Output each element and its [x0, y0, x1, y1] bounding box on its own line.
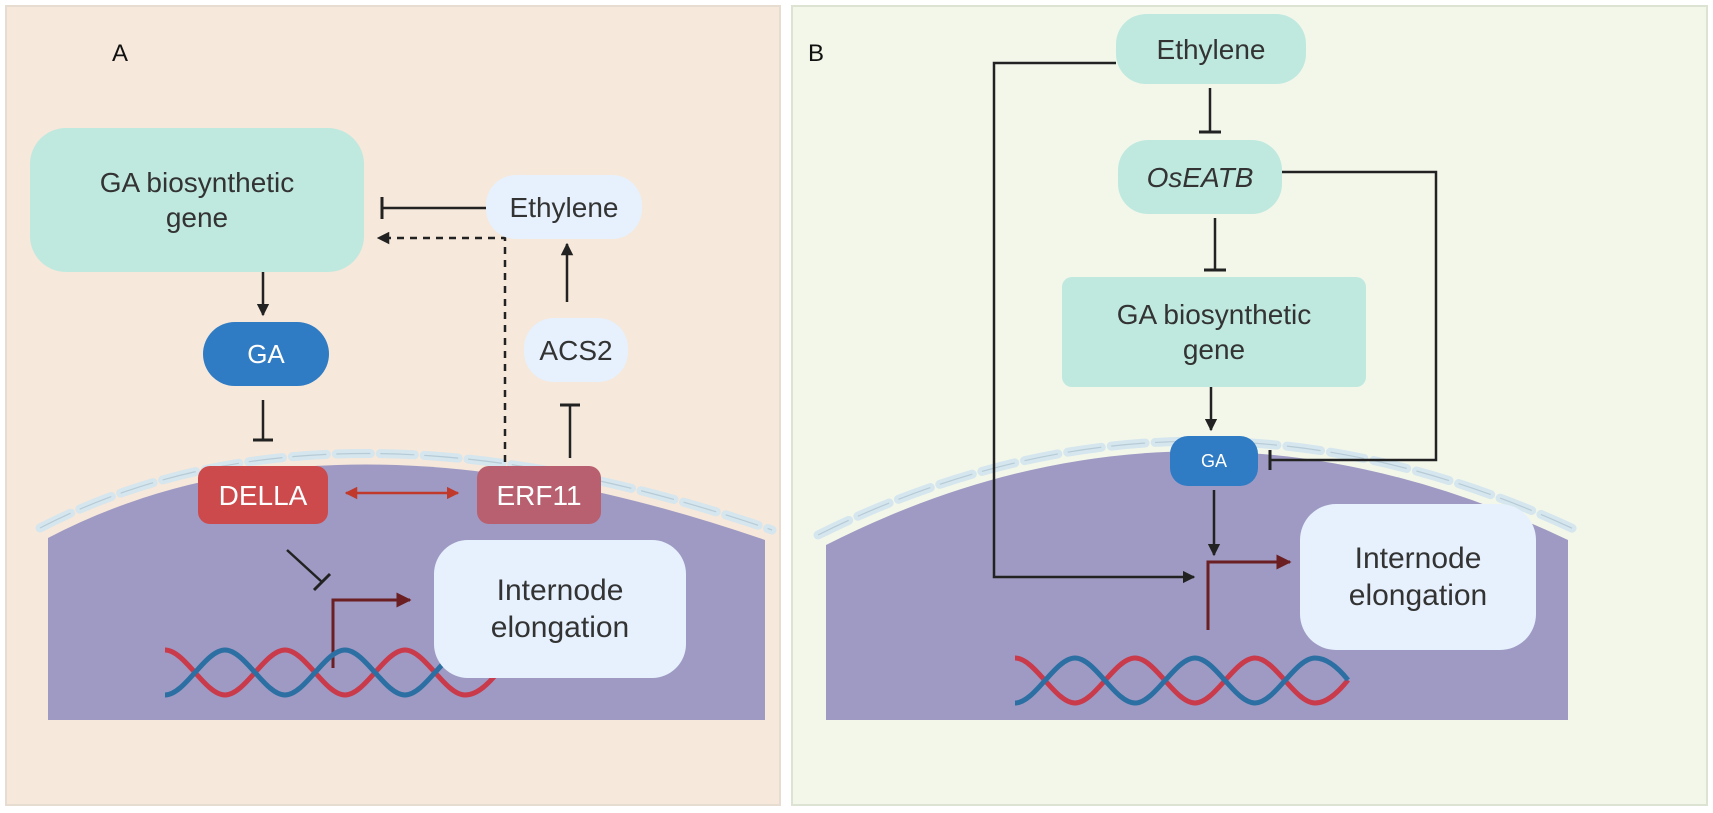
panel-b-label: B — [808, 40, 825, 67]
a-internode-elongation-node: Internode elongation — [434, 540, 686, 678]
a-acs2-node: ACS2 — [524, 318, 628, 382]
b-ga-node: GA — [1170, 436, 1258, 486]
a-erf11-dashed-arrow — [376, 231, 507, 462]
b-internode-elongation-node: Internode elongation — [1300, 504, 1536, 650]
b-dna-helix — [1014, 655, 1350, 706]
a-ethylene-node: Ethylene — [486, 175, 642, 239]
a-ga-biosynthetic-gene-node: GA biosynthetic gene — [30, 128, 364, 272]
b-transcription-start-arrow — [1206, 554, 1292, 630]
panel-a-label: A — [112, 40, 129, 67]
b-ethylene-node: Ethylene — [1116, 14, 1306, 84]
b-ga-biosynthetic-gene-node: GA biosynthetic gene — [1062, 277, 1366, 387]
a-transcription-start-arrow — [331, 592, 412, 668]
a-erf11-node: ERF11 — [477, 466, 601, 524]
b-ethylene-to-transcription — [992, 61, 1196, 584]
b-oseatb-inhibits-ga — [1270, 170, 1438, 462]
b-oseatb-node: OsEATB — [1118, 140, 1282, 214]
a-ga-biosynthetic-gene-text: GA biosynthetic gene — [99, 167, 295, 233]
a-ga-node: GA — [203, 322, 329, 386]
a-della-node: DELLA — [198, 466, 328, 524]
a-della-inhibits-transcription — [286, 549, 323, 583]
